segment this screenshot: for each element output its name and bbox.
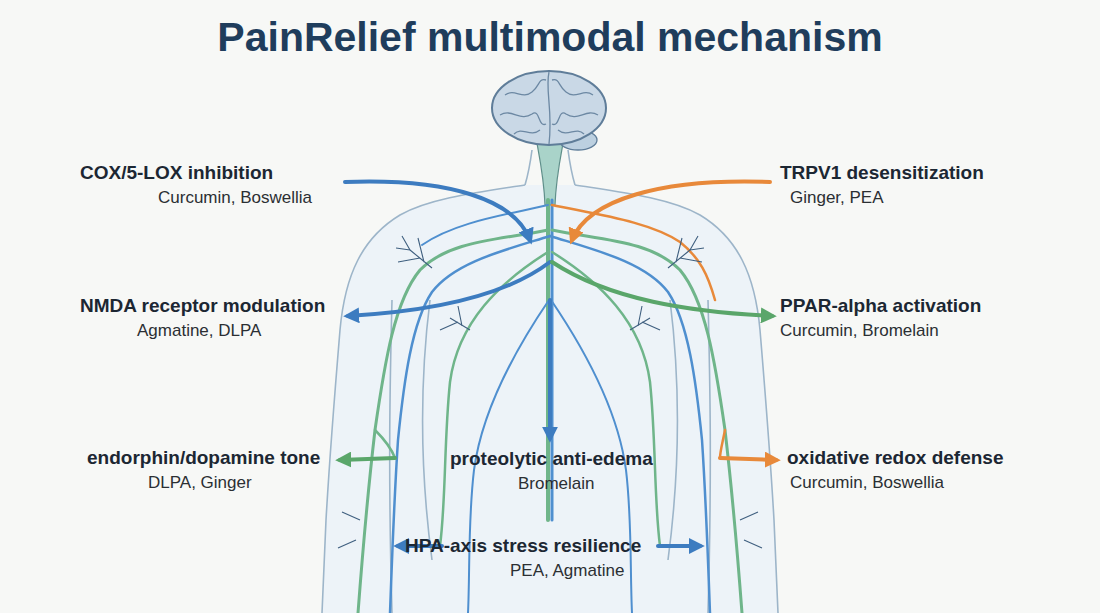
- nerve: [550, 236, 710, 613]
- nerve-branch: [740, 512, 762, 548]
- ingredient-label: DLPA, Ginger: [148, 473, 252, 493]
- brain-folds: [500, 72, 598, 144]
- mechanism-label: COX/5-LOX inhibition: [80, 162, 273, 184]
- mechanism-arrow: [572, 182, 770, 240]
- nerve: [390, 236, 550, 613]
- torso-line: [668, 300, 677, 560]
- brainstem: [536, 138, 564, 205]
- nerve-branch: [630, 306, 660, 330]
- brain-fold: [552, 113, 598, 125]
- mechanism-label: proteolytic anti-edema: [450, 448, 653, 470]
- mechanism-arrow: [552, 262, 772, 316]
- torso-line: [423, 300, 432, 560]
- brain-fold: [514, 130, 540, 134]
- spinal-cord: [551, 200, 554, 520]
- brain-fold: [552, 80, 593, 95]
- ingredient-label: Curcumin, Bromelain: [780, 321, 939, 341]
- brain-fold: [500, 113, 546, 125]
- brain: [492, 71, 606, 205]
- nerve-branch: [338, 512, 360, 548]
- ingredient-label: Ginger, PEA: [790, 188, 884, 208]
- ingredient-label: Bromelain: [518, 474, 595, 494]
- mechanism-arrow: [548, 300, 552, 438]
- ingredient-label: Agmatine, DLPA: [137, 321, 261, 341]
- mechanism-label: oxidative redox defense: [787, 447, 1003, 469]
- brain-fold: [548, 72, 550, 144]
- brain-fold: [505, 80, 546, 95]
- spinal-cord: [546, 200, 550, 520]
- nerve: [552, 205, 715, 300]
- nerve-branch: [440, 306, 470, 330]
- mechanism-arrows: [340, 182, 776, 546]
- mechanism-arrow: [658, 544, 700, 548]
- nerve-branch: [396, 236, 432, 268]
- mechanism-arrow: [340, 458, 395, 460]
- ingredient-label: Curcumin, Boswellia: [790, 473, 944, 493]
- mechanism-label: endorphin/dopamine tone: [87, 447, 320, 469]
- diagram-title: PainRelief multimodal mechanism: [0, 14, 1100, 61]
- ingredient-label: PEA, Agmatine: [510, 561, 624, 581]
- mechanism-arrow: [720, 458, 776, 460]
- cerebrum: [492, 71, 606, 145]
- ingredient-label: Curcumin, Boswellia: [158, 188, 312, 208]
- torso-outline: [322, 150, 778, 613]
- neck-line: [568, 150, 575, 185]
- nerve-branches: [338, 236, 762, 548]
- mechanism-arrow: [345, 182, 530, 240]
- nerve: [375, 430, 395, 458]
- mechanism-label: TRPV1 desensitization: [780, 162, 984, 184]
- mechanism-arrow: [348, 262, 550, 316]
- brain-fold: [558, 130, 584, 134]
- neck-line: [525, 150, 532, 185]
- mechanism-label: NMDA receptor modulation: [80, 295, 325, 317]
- nerve-branch: [668, 236, 704, 268]
- mechanism-label: HPA-axis stress resilience: [405, 535, 641, 557]
- mechanism-label: PPAR-alpha activation: [780, 295, 981, 317]
- torso-fill: [322, 185, 778, 613]
- nerve: [720, 430, 725, 458]
